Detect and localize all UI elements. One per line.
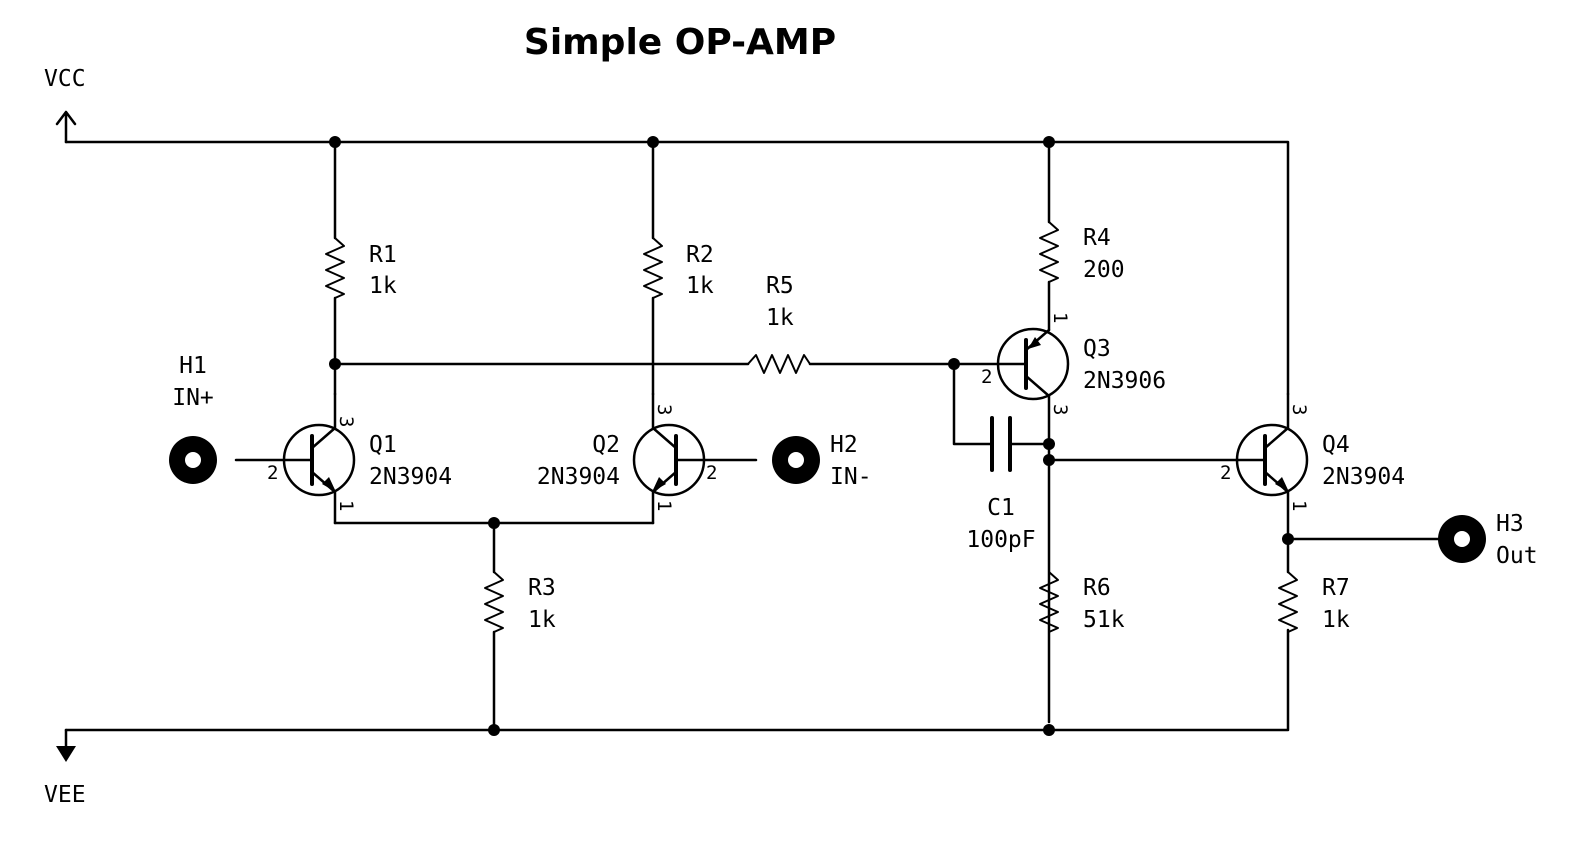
- resistor-r5: [333, 354, 956, 374]
- r5-ref: R5: [766, 273, 794, 299]
- r7-value: 1k: [1322, 607, 1350, 633]
- transistor-q4: [1047, 392, 1309, 574]
- q4-pin-b: 2: [1220, 462, 1231, 484]
- r2-value: 1k: [686, 273, 714, 299]
- q4-pin-e: 1: [1288, 500, 1310, 511]
- transistor-q2: [632, 392, 758, 525]
- resistor-r1: [325, 140, 345, 396]
- vcc-label: VCC: [44, 66, 86, 92]
- q1-value: 2N3904: [369, 464, 452, 490]
- vee-label: VEE: [44, 782, 86, 808]
- q3-value: 2N3906: [1083, 368, 1166, 394]
- h3-value: Out: [1496, 543, 1538, 569]
- vcc-rail: [55, 110, 1290, 396]
- q3-ref: Q3: [1083, 336, 1111, 362]
- q3-pin-c: 3: [1049, 404, 1071, 415]
- q2-value: 2N3904: [537, 464, 620, 490]
- resistor-r6: [1039, 571, 1059, 633]
- q4-pin-c: 3: [1288, 404, 1310, 415]
- transistor-q3: [952, 327, 1070, 724]
- junction-dot: [1043, 438, 1055, 450]
- junction-dot: [1043, 724, 1055, 736]
- resistor-r4: [1039, 140, 1059, 332]
- resistor-r2: [643, 140, 663, 396]
- q1-pin-c: 3: [335, 416, 357, 427]
- resistor-r3: [333, 521, 655, 732]
- junction-dot: [488, 517, 500, 529]
- q1-ref: Q1: [369, 432, 397, 458]
- transistor-q1: [234, 392, 356, 525]
- q2-pin-c: 3: [653, 404, 675, 415]
- r1-value: 1k: [369, 273, 397, 299]
- r3-value: 1k: [528, 607, 556, 633]
- h3-ref: H3: [1496, 511, 1524, 537]
- h1-ref: H1: [179, 353, 207, 379]
- q1-pin-b: 2: [267, 462, 278, 484]
- capacitor-c1: [952, 362, 1051, 472]
- connector-h3: [1286, 515, 1486, 563]
- q4-value: 2N3904: [1322, 464, 1405, 490]
- vee-rail: [56, 628, 1290, 762]
- junction-dot: [329, 136, 341, 148]
- connector-h1: [169, 436, 217, 484]
- c1-ref: C1: [987, 495, 1015, 521]
- junctions: [329, 136, 1294, 736]
- q3-pin-b: 2: [981, 366, 992, 388]
- q2-ref: Q2: [592, 432, 620, 458]
- junction-dot: [647, 136, 659, 148]
- c1-value: 100pF: [966, 527, 1035, 553]
- r6-value: 51k: [1083, 607, 1125, 633]
- resistor-r7: [1278, 571, 1298, 633]
- junction-dot: [488, 724, 500, 736]
- h1-value: IN+: [172, 385, 214, 411]
- r4-value: 200: [1083, 257, 1125, 283]
- h2-value: IN-: [830, 464, 872, 490]
- junction-dot: [1043, 454, 1055, 466]
- r1-ref: R1: [369, 242, 397, 268]
- q1-pin-e: 1: [335, 500, 357, 511]
- junction-dot: [329, 358, 341, 370]
- schematic-title: Simple OP-AMP: [524, 22, 836, 63]
- r4-ref: R4: [1083, 225, 1111, 251]
- r3-ref: R3: [528, 575, 556, 601]
- r7-ref: R7: [1322, 575, 1350, 601]
- junction-dot: [1043, 136, 1055, 148]
- connector-h2: [772, 436, 820, 484]
- r6-ref: R6: [1083, 575, 1111, 601]
- junction-dot: [1282, 533, 1294, 545]
- q4-ref: Q4: [1322, 432, 1350, 458]
- r2-ref: R2: [686, 242, 714, 268]
- h2-ref: H2: [830, 432, 858, 458]
- r5-value: 1k: [766, 305, 794, 331]
- junction-dot: [948, 358, 960, 370]
- q2-pin-b: 2: [706, 462, 717, 484]
- q3-pin-e: 1: [1049, 312, 1071, 323]
- q2-pin-e: 1: [653, 500, 675, 511]
